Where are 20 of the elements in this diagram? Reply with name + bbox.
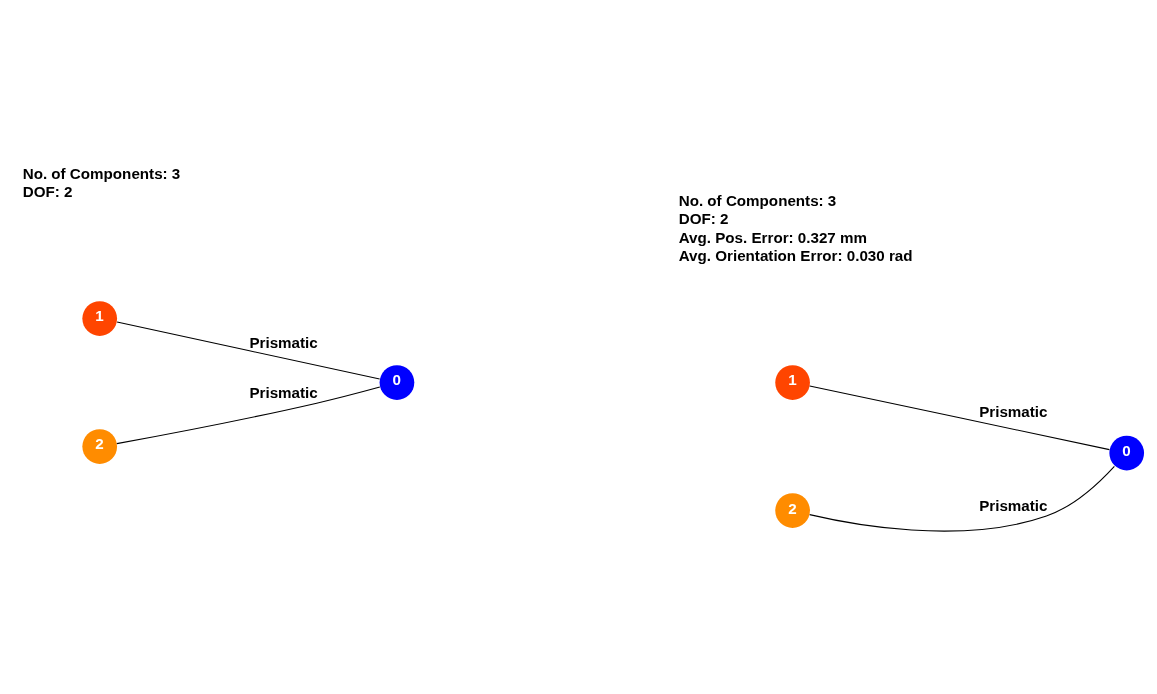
node-circle: 1	[82, 301, 118, 336]
label: No. of Components: 3	[678, 191, 837, 209]
connector	[116, 321, 381, 380]
edge-label: Prismatic	[249, 334, 318, 352]
edge-label: Prismatic	[979, 403, 1048, 421]
node-circle: 2	[775, 493, 810, 528]
node-circle: 1	[775, 365, 810, 400]
label: Avg. Pos. Error: 0.327 mm	[678, 228, 868, 246]
label: DOF: 2	[678, 210, 729, 228]
label: Avg. Orientation Error: 0.030 rad	[678, 247, 913, 265]
connector	[809, 385, 1110, 451]
label: No. of Components: 3	[22, 164, 181, 182]
edge-label: Prismatic	[249, 383, 318, 401]
edge-label: Prismatic	[979, 496, 1048, 514]
node-circle: 2	[82, 429, 118, 464]
connector	[809, 465, 1115, 532]
node-circle: 0	[379, 365, 415, 400]
connector	[116, 386, 381, 445]
node-circle: 0	[1109, 435, 1145, 471]
label: DOF: 2	[22, 183, 73, 201]
